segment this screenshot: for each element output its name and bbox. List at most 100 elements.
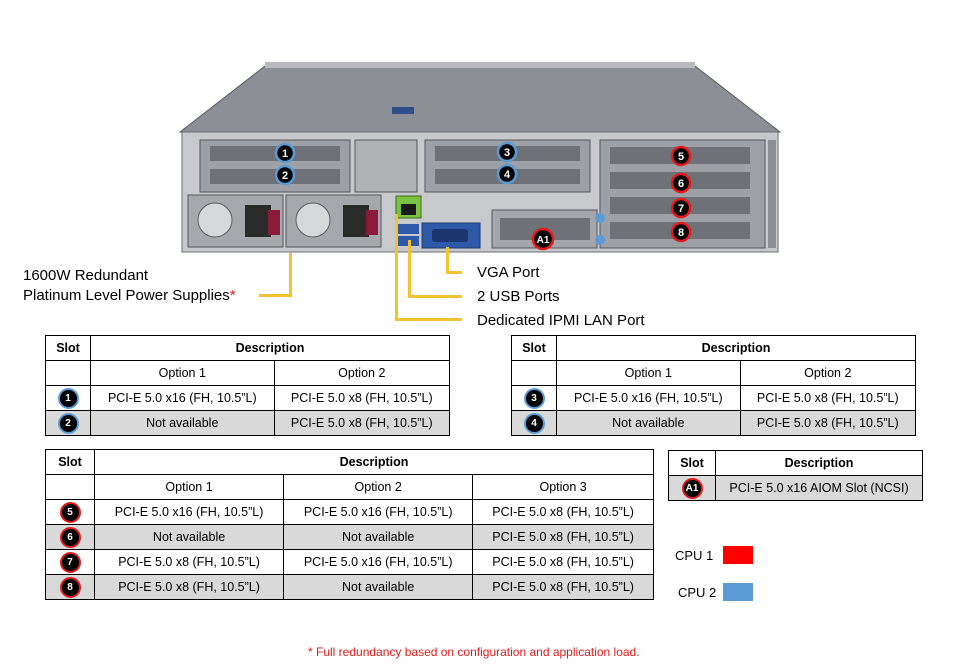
slot-badge-6: 6 — [59, 526, 81, 548]
slot-badge-2: 2 — [57, 412, 79, 434]
usb-callout-line-h — [408, 295, 462, 298]
svg-text:7: 7 — [678, 203, 684, 215]
table-cell: PCI-E 5.0 x8 (FH, 10.5”L) — [472, 499, 654, 525]
table-cell: PCI-E 5.0 x16 (FH, 10.5”L) — [283, 499, 474, 525]
table-cell: PCI-E 5.0 x8 (FH, 10.5”L) — [739, 410, 917, 436]
table-cell: PCI-E 5.0 x8 (FH, 10.5”L) — [93, 574, 285, 600]
svg-text:1: 1 — [282, 148, 288, 160]
table-cell: Not available — [283, 574, 474, 600]
ipmi-callout: Dedicated IPMI LAN Port — [477, 312, 645, 329]
psu-callout-star: * — [229, 287, 236, 304]
footnote: * Full redundancy based on configuration… — [308, 645, 640, 659]
vga-callout: VGA Port — [477, 264, 540, 281]
table-cell: Not available — [556, 410, 741, 436]
slot-marker-3: 3 — [496, 141, 518, 163]
svg-text:8: 8 — [678, 227, 684, 239]
table-cell: PCI-E 5.0 x8 (FH, 10.5”L) — [472, 549, 654, 575]
table-cell: PCI-E 5.0 x16 (FH, 10.5”L) — [556, 385, 741, 411]
table-cell: PCI-E 5.0 x8 (FH, 10.5”L) — [472, 524, 654, 550]
table-cell: PCI-E 5.0 x8 (FH, 10.5”L) — [739, 385, 917, 411]
table-row: A1 PCI-E 5.0 x16 AIOM Slot (NCSI) — [668, 475, 923, 501]
table-cell: PCI-E 5.0 x16 AIOM Slot (NCSI) — [715, 475, 923, 501]
table-cell-empty — [511, 360, 557, 386]
slot-badge-8: 8 — [59, 576, 81, 598]
svg-text:4: 4 — [504, 169, 511, 181]
table-cell: PCI-E 5.0 x8 (FH, 10.5”L) — [93, 549, 285, 575]
ipmi-callout-line-h — [395, 318, 462, 321]
vga-callout-line-h — [446, 271, 462, 274]
usb-callout-line — [408, 240, 411, 297]
table-header-description: Description — [94, 449, 654, 475]
slot-marker-1: 1 — [274, 142, 296, 164]
table-cell: Not available — [93, 524, 285, 550]
table-cell: PCI-E 5.0 x16 (FH, 10.5”L) — [93, 499, 285, 525]
table-header-description: Description — [90, 335, 450, 361]
table-row: 7 PCI-E 5.0 x8 (FH, 10.5”L) PCI-E 5.0 x1… — [45, 549, 654, 575]
table-row: 1 PCI-E 5.0 x16 (FH, 10.5”L) PCI-E 5.0 x… — [45, 385, 451, 411]
ipmi-callout-line — [395, 214, 398, 320]
svg-text:2: 2 — [282, 170, 288, 182]
psu-callout: 1600W Redundant Platinum Level Power Sup… — [23, 266, 236, 306]
option-header: Option 2 — [273, 360, 451, 386]
vga-callout-line — [446, 247, 449, 273]
table-cell: PCI-E 5.0 x8 (FH, 10.5”L) — [273, 385, 451, 411]
table-cell-empty — [45, 360, 91, 386]
psu-callout-line — [289, 253, 292, 297]
slot-table-1-2: Slot Description Option 1 Option 2 1 PCI… — [45, 335, 451, 436]
slot-badge-a1: A1 — [681, 477, 703, 499]
svg-text:3: 3 — [504, 147, 510, 159]
table-header-slot: Slot — [511, 335, 557, 361]
legend-cpu1-label: CPU 1 — [675, 548, 714, 563]
option-header: Option 1 — [93, 474, 285, 500]
option-header: Option 1 — [556, 360, 741, 386]
table-cell-empty — [45, 474, 95, 500]
table-header-description: Description — [556, 335, 916, 361]
svg-text:A1: A1 — [537, 235, 550, 246]
slot-marker-5: 5 — [670, 145, 692, 167]
slot-marker-4: 4 — [496, 163, 518, 185]
slot-badge-3: 3 — [523, 387, 545, 409]
slot-badge-1: 1 — [57, 387, 79, 409]
table-cell: Not available — [90, 410, 275, 436]
server-rear-view: 1 2 3 4 5 6 7 8 A1 — [178, 62, 782, 253]
legend-cpu2-label: CPU 2 — [678, 585, 717, 600]
psu-callout-line1: 1600W Redundant — [23, 267, 149, 284]
slot-table-3-4: Slot Description Option 1 Option 2 3 PCI… — [511, 335, 917, 436]
table-row: 6 Not available Not available PCI-E 5.0 … — [45, 524, 654, 550]
legend-cpu1-swatch — [723, 546, 753, 564]
table-row: 3 PCI-E 5.0 x16 (FH, 10.5”L) PCI-E 5.0 x… — [511, 385, 917, 411]
slot-marker-8: 8 — [670, 221, 692, 243]
table-header-slot: Slot — [45, 449, 95, 475]
option-header: Option 2 — [739, 360, 917, 386]
slot-badge-5: 5 — [59, 501, 81, 523]
table-row: 2 Not available PCI-E 5.0 x8 (FH, 10.5”L… — [45, 410, 451, 436]
usb-callout: 2 USB Ports — [477, 288, 560, 305]
slot-badge-4: 4 — [523, 412, 545, 434]
slot-marker-7: 7 — [670, 197, 692, 219]
table-cell: Not available — [283, 524, 474, 550]
table-row: 5 PCI-E 5.0 x16 (FH, 10.5”L) PCI-E 5.0 x… — [45, 499, 654, 525]
slot-table-aiom: Slot Description A1 PCI-E 5.0 x16 AIOM S… — [668, 450, 923, 501]
svg-text:5: 5 — [678, 151, 684, 163]
table-header-slot: Slot — [45, 335, 91, 361]
table-cell: PCI-E 5.0 x16 (FH, 10.5”L) — [90, 385, 275, 411]
slot-marker-a1: A1 — [531, 227, 555, 251]
table-row: 4 Not available PCI-E 5.0 x8 (FH, 10.5”L… — [511, 410, 917, 436]
option-header: Option 2 — [283, 474, 474, 500]
slot-marker-2: 2 — [274, 164, 296, 186]
slot-badge-7: 7 — [59, 551, 81, 573]
table-header-slot: Slot — [668, 450, 716, 476]
table-row: 8 PCI-E 5.0 x8 (FH, 10.5”L) Not availabl… — [45, 574, 654, 600]
table-cell: PCI-E 5.0 x8 (FH, 10.5”L) — [472, 574, 654, 600]
option-header: Option 3 — [472, 474, 654, 500]
slot-table-5-8: Slot Description Option 1 Option 2 Optio… — [45, 449, 654, 600]
slot-marker-6: 6 — [670, 172, 692, 194]
psu-callout-line2: Platinum Level Power Supplies — [23, 287, 230, 304]
psu-callout-line-h — [259, 294, 292, 297]
table-header-description: Description — [715, 450, 923, 476]
legend-cpu2-swatch — [723, 583, 753, 601]
table-cell: PCI-E 5.0 x16 (FH, 10.5”L) — [283, 549, 474, 575]
table-cell: PCI-E 5.0 x8 (FH, 10.5”L) — [273, 410, 451, 436]
svg-text:6: 6 — [678, 178, 684, 190]
option-header: Option 1 — [90, 360, 275, 386]
